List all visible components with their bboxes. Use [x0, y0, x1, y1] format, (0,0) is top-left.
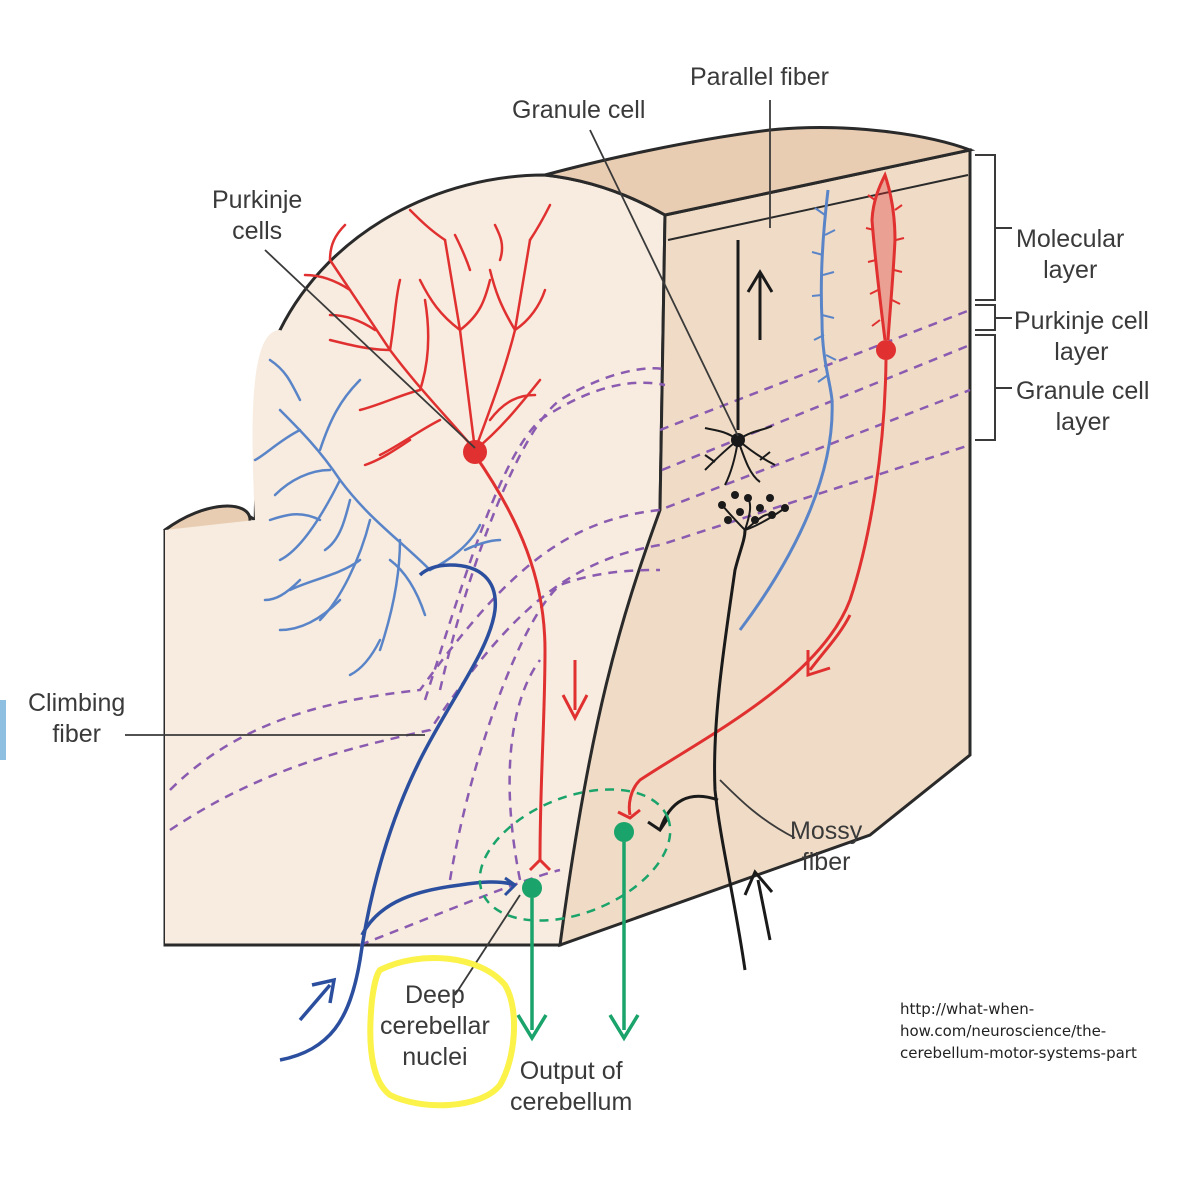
label-purkinje-cell-layer-line2: layer — [1054, 338, 1109, 366]
side-purkinje-soma — [876, 340, 896, 360]
purkinje-axon — [473, 454, 547, 861]
label-deep-nuclei-line1: Deep — [405, 981, 465, 1009]
label-granule-cell-layer: Granule cell layer — [1016, 376, 1149, 438]
parallel-fiber-arrow-head — [746, 269, 774, 293]
climbing-fiber-arrow — [298, 983, 332, 1022]
side-climbing-dendrite — [738, 189, 834, 631]
climbing-fiber — [279, 563, 498, 1062]
side-top-edge — [667, 174, 969, 241]
deep-nucleus-neuron-1 — [522, 878, 542, 898]
tissue-front-fill — [252, 330, 660, 945]
climbing-fiber-arrow-head — [311, 977, 337, 1004]
label-parallel-fiber: Parallel fiber — [690, 63, 829, 91]
climbing-fiber-dendrites — [253, 358, 502, 677]
label-purkinje-cells-line1: Purkinje — [212, 186, 303, 214]
side-purkinje-arrow-head — [806, 650, 831, 678]
deep-nuclei-boundary — [478, 788, 672, 922]
mossy-fiber-arrow-head — [743, 869, 774, 896]
mossy-branches — [721, 497, 786, 531]
label-purkinje-cell-layer: Purkinje cell layer — [1014, 306, 1149, 368]
purkinje-arrow-head — [561, 694, 589, 722]
source-url: http://what-when- how.com/neuroscience/t… — [900, 998, 1137, 1064]
purkinje-terminal — [528, 857, 552, 872]
label-output-line2: cerebellum — [510, 1088, 633, 1116]
label-output-of-cerebellum: Output of cerebellum — [510, 1056, 632, 1118]
deep-nucleus-output-arrow-2 — [608, 1014, 640, 1042]
label-mossy-fiber-line2: fiber — [801, 848, 851, 876]
source-url-line2: how.com/neuroscience/the- — [900, 1022, 1107, 1040]
label-deep-nuclei-line3: nuclei — [402, 1043, 468, 1071]
purkinje-dendrites — [303, 203, 552, 467]
mossy-fiber — [713, 529, 747, 971]
label-granule-cell-layer-line2: layer — [1055, 408, 1110, 436]
label-deep-nuclei-line2: cerebellar — [380, 1012, 490, 1040]
side-purkinje-terminal — [617, 808, 641, 820]
climbing-fiber-terminal — [503, 876, 518, 897]
side-purkinje-spines — [865, 194, 905, 327]
mossy-collateral — [658, 794, 719, 831]
leader-lines — [125, 100, 796, 996]
side-purkinje-dendrites — [870, 171, 897, 341]
label-purkinje-cell-layer-line1: Purkinje cell — [1014, 307, 1149, 335]
label-purkinje-cells-line2: cells — [232, 217, 283, 245]
source-url-line1: http://what-when- — [900, 1000, 1035, 1018]
label-molecular-layer-line1: Molecular — [1016, 225, 1125, 253]
layer-brackets — [975, 154, 1012, 441]
label-mossy-fiber-line1: Mossy — [790, 817, 863, 845]
deep-nuclei-highlight — [367, 955, 517, 1109]
label-mossy-fiber: Mossy fiber — [790, 816, 862, 878]
label-molecular-layer: Molecular layer — [1016, 224, 1124, 286]
layer-boundaries — [169, 308, 971, 947]
label-climbing-fiber-line1: Climbing — [28, 689, 126, 717]
climbing-fiber-collateral — [360, 880, 516, 936]
label-granule-cell-layer-line1: Granule cell — [1016, 377, 1150, 405]
label-molecular-layer-line2: layer — [1043, 256, 1098, 284]
label-purkinje-cells: Purkinje cells — [212, 185, 302, 247]
tissue-side-face — [558, 148, 972, 948]
edge-marker — [0, 700, 6, 760]
tissue-front-lower — [165, 520, 255, 945]
label-climbing-fiber: Climbing fiber — [28, 688, 125, 750]
purkinje-soma — [463, 440, 487, 464]
side-climbing-branches — [811, 207, 837, 383]
label-deep-cerebellar-nuclei: Deep cerebellar nuclei — [380, 980, 490, 1073]
deep-nucleus-neuron-2 — [614, 822, 634, 842]
mossy-fiber-arrow — [756, 879, 772, 941]
source-url-line3: cerebellum-motor-systems-part — [900, 1044, 1137, 1062]
label-granule-cell: Granule cell — [512, 96, 646, 124]
deep-nucleus-output-arrow-1 — [516, 1014, 548, 1042]
side-purkinje-arrow — [808, 614, 852, 671]
label-output-line1: Output of — [519, 1057, 623, 1085]
mossy-collateral-terminal — [647, 817, 670, 833]
granule-dendrites — [704, 425, 776, 486]
label-climbing-fiber-line2: fiber — [52, 720, 101, 748]
